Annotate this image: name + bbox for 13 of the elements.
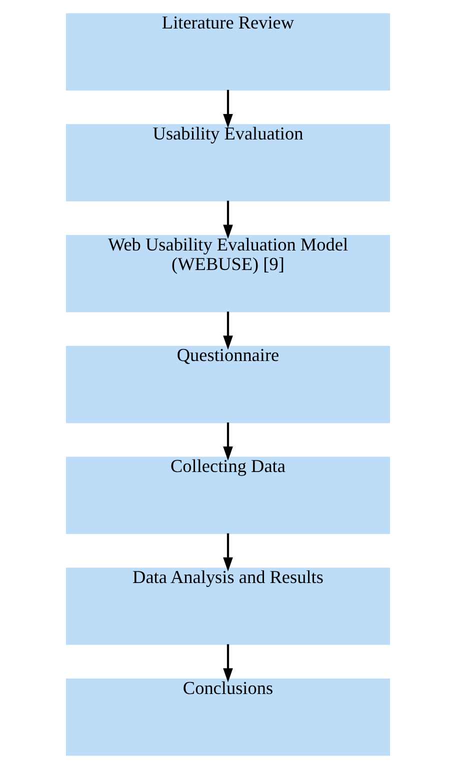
node-box: Data Analysis and Results [65,568,390,645]
node-box: Usability Evaluation [65,124,390,202]
node-box: Collecting Data [65,456,390,534]
arrow [222,533,232,572]
arrow [222,90,232,128]
arrow [222,422,232,461]
node-box: Literature Review [65,13,390,90]
arrow [222,644,232,682]
node-box: Conclusions [65,678,390,756]
node-box: Web Usability Evaluation Model (WEBUSE) [9] [65,235,390,312]
node-box: Questionnaire [65,346,390,424]
arrow [222,312,232,350]
arrow [222,200,232,239]
